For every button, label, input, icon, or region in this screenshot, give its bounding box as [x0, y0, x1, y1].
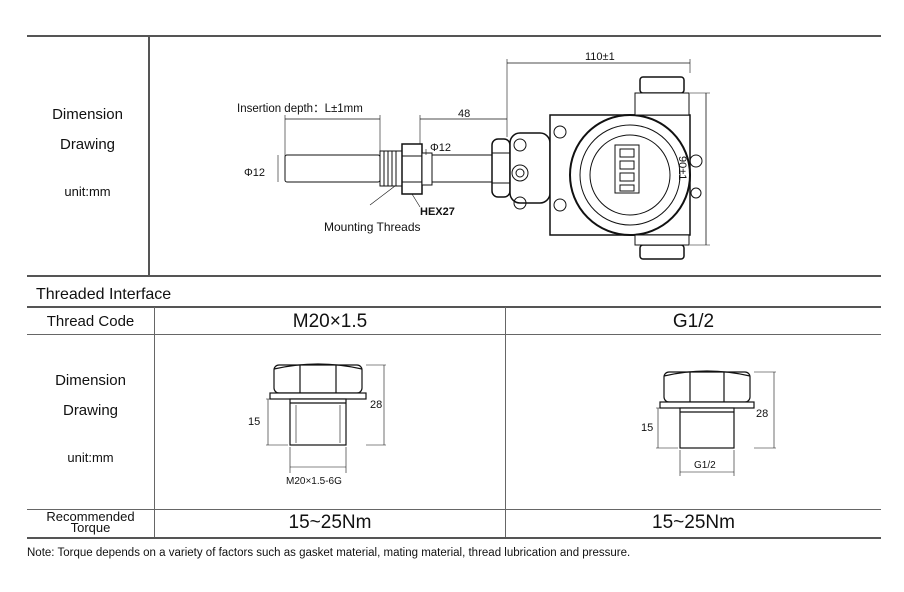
table2-label-divider — [154, 307, 155, 537]
transmitter-dimension-drawing — [277, 59, 710, 260]
g12-fitting-drawing — [656, 370, 776, 476]
table2-column-divider — [505, 307, 506, 537]
dimension-drawing-label: Dimension Drawing — [52, 106, 123, 153]
stem-diameter-dim: Φ12 — [430, 142, 452, 154]
g12-thread-spec: G1/2 — [694, 460, 716, 471]
thread-code-g12: G1/2 — [672, 311, 715, 332]
recommended-torque-label: Recommended Torque — [46, 509, 135, 535]
torque-g12: 15~25Nm — [652, 512, 735, 533]
overall-length-dim: 110±1 — [585, 51, 615, 63]
m20-fitting-drawing — [266, 363, 386, 473]
table1-divider — [148, 36, 150, 275]
m20-thread-height-dim: 15 — [248, 416, 261, 428]
m20-thread-spec: M20×1.5-6G — [286, 476, 342, 487]
g12-height-total-dim: 28 — [756, 408, 769, 420]
table1-bottom-border — [27, 275, 881, 277]
table2-top-border — [27, 306, 881, 308]
unit-label: unit:mm — [64, 184, 111, 199]
g12-thread-height-dim: 15 — [641, 422, 654, 434]
threaded-interface-title: Threaded Interface — [36, 286, 172, 303]
height-dim: 90±1 — [676, 156, 688, 181]
table2-torque-divider — [27, 509, 881, 510]
probe-length-dim: 48 — [458, 108, 471, 120]
torque-note: Note: Torque depends on a variety of fac… — [27, 547, 631, 559]
torque-m20: 15~25Nm — [288, 512, 372, 533]
thread-code-label: Thread Code — [46, 313, 135, 330]
probe-diameter-dim: Φ12 — [244, 167, 266, 179]
thread-code-m20: M20×1.5 — [292, 311, 368, 332]
table1-top-border — [27, 35, 881, 37]
table2-bottom-border — [27, 537, 881, 539]
mounting-threads-label: Mounting Threads — [324, 220, 421, 234]
table2-header-divider — [27, 334, 881, 335]
thread-unit-label: unit:mm — [67, 450, 114, 465]
m20-height-total-dim: 28 — [370, 399, 383, 411]
insertion-depth-dim: Insertion depth：L±1mm — [237, 103, 363, 115]
hex-dim: HEX27 — [420, 206, 455, 218]
thread-dimension-drawing-label: Dimension Drawing — [55, 372, 126, 419]
